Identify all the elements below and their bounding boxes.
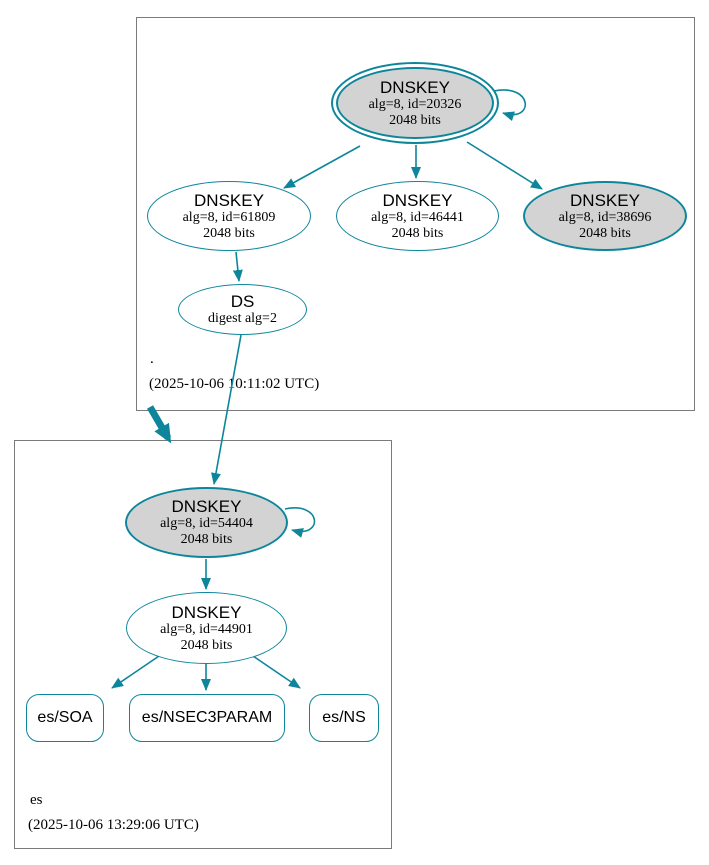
node-dnskey-46441-detail: alg=8, id=46441: [371, 209, 464, 225]
node-ds-detail: digest alg=2: [208, 311, 277, 326]
node-dnskey-61809-detail: alg=8, id=61809: [182, 209, 276, 225]
node-rrset-es-soa-label: es/SOA: [37, 709, 93, 726]
node-dnskey-44901-size: 2048 bits: [180, 637, 233, 653]
node-dnskey-54404-title: DNSKEY: [171, 497, 242, 516]
edge-delegation-root-to-es: [146, 405, 172, 444]
node-dnskey-20326-inner: DNSKEY alg=8, id=20326 2048 bits: [336, 67, 494, 139]
node-dnskey-38696[interactable]: DNSKEY alg=8, id=38696 2048 bits: [523, 181, 687, 251]
node-dnskey-20326-size: 2048 bits: [389, 112, 441, 128]
node-rrset-es-ns[interactable]: es/NS: [309, 694, 379, 742]
node-dnskey-20326-detail: alg=8, id=20326: [368, 96, 462, 112]
node-ds-title: DS: [230, 292, 255, 311]
node-rrset-es-nsec3param[interactable]: es/NSEC3PARAM: [129, 694, 285, 742]
node-dnskey-38696-title: DNSKEY: [570, 190, 640, 210]
cluster-es-zone: [14, 440, 392, 849]
node-ds[interactable]: DS digest alg=2: [178, 284, 307, 335]
node-dnskey-54404[interactable]: DNSKEY alg=8, id=54404 2048 bits: [125, 487, 288, 558]
node-dnskey-20326[interactable]: DNSKEY alg=8, id=20326 2048 bits: [331, 62, 499, 144]
node-dnskey-46441[interactable]: DNSKEY alg=8, id=46441 2048 bits: [336, 181, 499, 251]
node-dnskey-44901-title: DNSKEY: [171, 602, 242, 622]
node-dnskey-61809[interactable]: DNSKEY alg=8, id=61809 2048 bits: [147, 181, 311, 251]
node-rrset-es-ns-label: es/NS: [322, 709, 366, 726]
cluster-root-zone: [136, 17, 695, 411]
es-zone-name: es: [30, 792, 43, 808]
node-dnskey-44901[interactable]: DNSKEY alg=8, id=44901 2048 bits: [126, 592, 287, 664]
node-dnskey-44901-detail: alg=8, id=44901: [160, 621, 253, 637]
node-dnskey-61809-title: DNSKEY: [194, 190, 264, 210]
node-dnskey-20326-title: DNSKEY: [380, 77, 450, 97]
node-dnskey-46441-size: 2048 bits: [391, 225, 444, 241]
node-rrset-es-soa[interactable]: es/SOA: [26, 694, 104, 742]
node-dnskey-54404-detail: alg=8, id=54404: [160, 516, 253, 531]
node-dnskey-61809-size: 2048 bits: [203, 225, 255, 241]
node-rrset-es-nsec3param-label: es/NSEC3PARAM: [141, 709, 273, 726]
root-zone-name: .: [150, 351, 154, 367]
node-dnskey-38696-size: 2048 bits: [579, 225, 631, 241]
node-dnskey-46441-title: DNSKEY: [382, 190, 453, 210]
root-zone-timestamp: (2025-10-06 10:11:02 UTC): [149, 376, 320, 392]
node-dnskey-54404-size: 2048 bits: [180, 532, 233, 547]
node-dnskey-38696-detail: alg=8, id=38696: [558, 209, 652, 225]
es-zone-timestamp: (2025-10-06 13:29:06 UTC): [28, 817, 199, 833]
